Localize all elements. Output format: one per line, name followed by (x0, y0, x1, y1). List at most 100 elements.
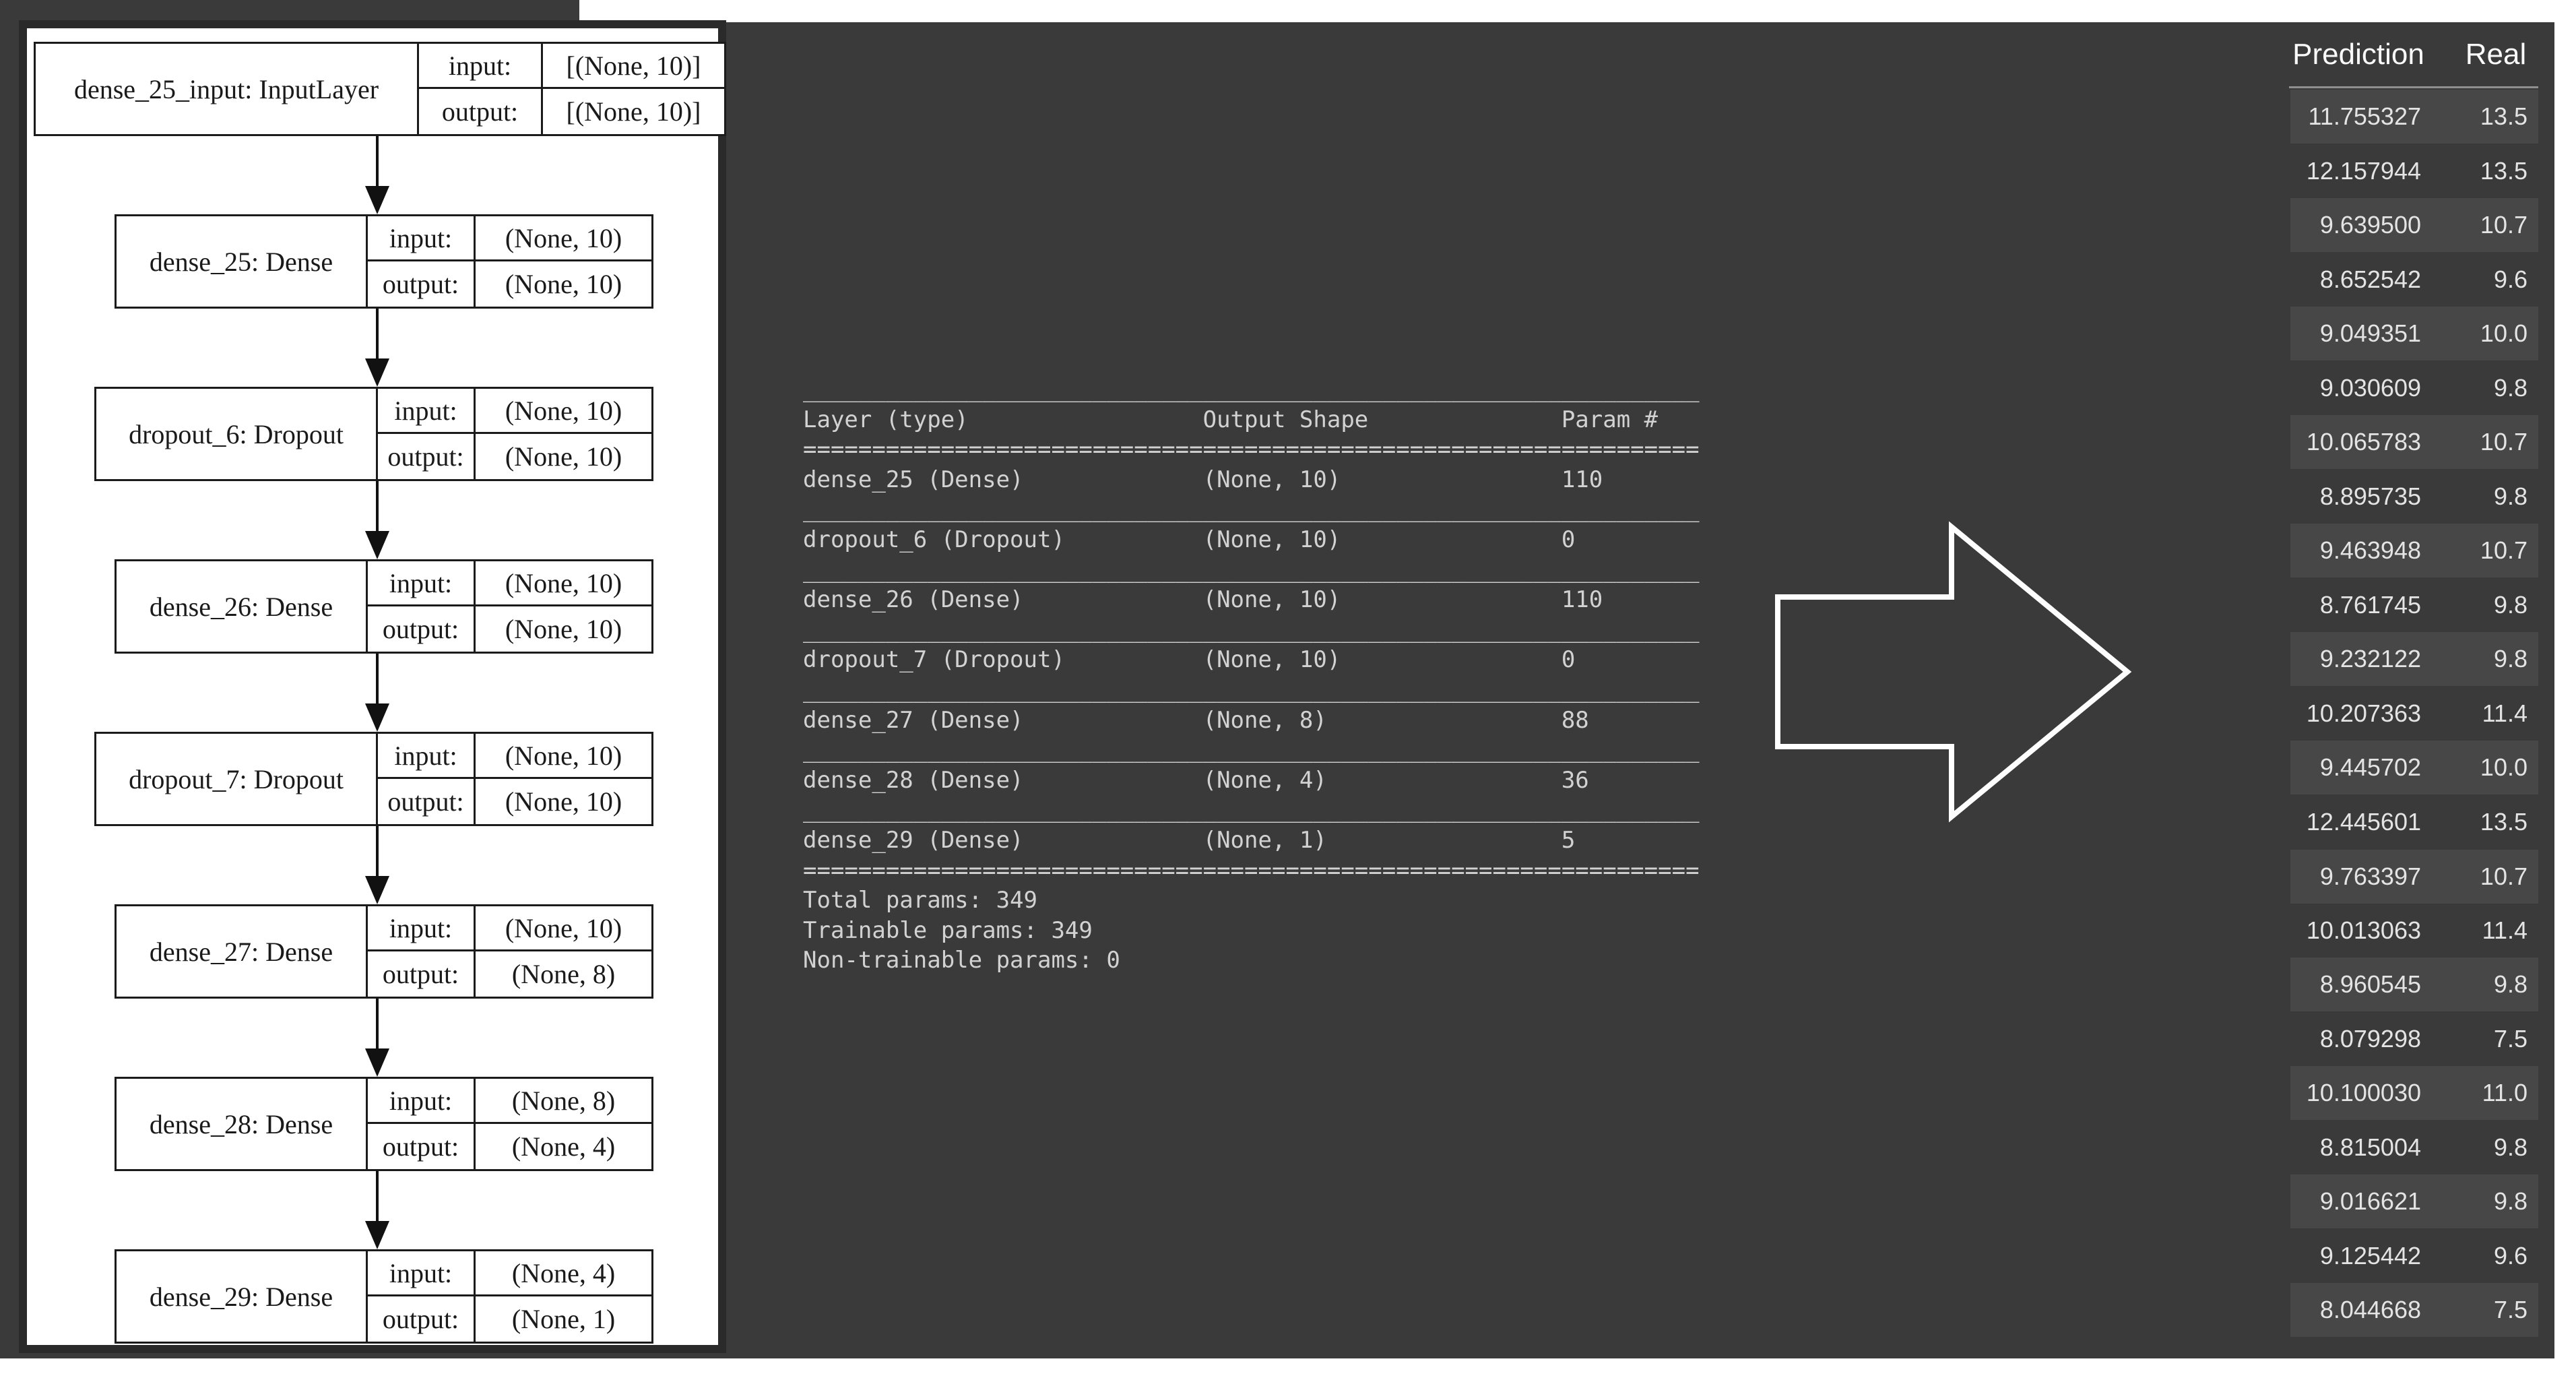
input-label: input: (366, 561, 474, 606)
diagram-node-dense-27: dense_27: Dense input: (None, 10) output… (115, 904, 653, 999)
real-value: 11.4 (2482, 699, 2527, 727)
summary-line: dense_26 (Dense) (None, 10) 110 (803, 586, 1700, 614)
node-title: dense_25_input: InputLayer (73, 73, 379, 104)
summary-line: dense_29 (Dense) (None, 1) 5 (803, 826, 1700, 854)
real-value: 10.7 (2480, 536, 2527, 564)
node-title: dense_29: Dense (149, 1281, 333, 1312)
prediction-value: 10.065783 (2306, 428, 2421, 456)
summary-line: dropout_6 (Dropout) (None, 10) 0 (803, 526, 1700, 553)
prediction-value: 8.079298 (2319, 1025, 2421, 1053)
prediction-value: 10.207363 (2306, 699, 2421, 727)
diagram-node-dense-28: dense_28: Dense input: (None, 8) output:… (115, 1077, 653, 1171)
edge-line (376, 309, 379, 358)
prediction-value: 9.125442 (2319, 1242, 2421, 1269)
table-row: 9.763397 10.7 (2290, 850, 2538, 904)
output-shape: [(None, 10)] (541, 89, 724, 134)
real-value: 9.8 (2493, 970, 2527, 998)
real-value: 9.6 (2493, 265, 2527, 293)
summary-line: dense_25 (Dense) (None, 10) 110 (803, 466, 1700, 493)
input-shape: (None, 10) (474, 906, 651, 951)
summary-line: Trainable params: 349 (803, 916, 1093, 944)
input-shape: (None, 4) (474, 1251, 651, 1296)
edge-line (376, 136, 379, 186)
summary-line: Total params: 349 (803, 887, 1037, 914)
output-shape: (None, 10) (474, 779, 651, 824)
arrow-down-icon (365, 1048, 389, 1077)
header-underline (2289, 86, 2538, 88)
diagram-node-dense-26: dense_26: Dense input: (None, 10) output… (115, 559, 653, 654)
prediction-value: 12.157944 (2306, 157, 2421, 185)
node-title: dropout_7: Dropout (129, 763, 344, 794)
real-value: 7.5 (2493, 1296, 2527, 1323)
node-title: dense_27: Dense (149, 936, 333, 967)
real-value: 9.8 (2493, 1187, 2527, 1215)
arrow-down-icon (365, 358, 389, 387)
prediction-value: 9.763397 (2319, 862, 2421, 890)
summary-line: Layer (type) Output Shape Param # (803, 406, 1700, 433)
prediction-value: 8.895735 (2319, 482, 2421, 510)
input-label: input: (376, 389, 474, 434)
node-title: dense_26: Dense (149, 591, 333, 622)
prediction-value: 9.463948 (2319, 536, 2421, 564)
real-value: 10.7 (2480, 862, 2527, 890)
diagram-node-dense-25: dense_25: Dense input: (None, 10) output… (115, 214, 653, 309)
output-shape: (None, 4) (474, 1124, 651, 1169)
output-shape: (None, 10) (474, 261, 651, 307)
edge-line (376, 826, 379, 876)
prediction-value: 9.639500 (2319, 211, 2421, 239)
real-value: 7.5 (2493, 1025, 2527, 1053)
summary-line: dense_28 (Dense) (None, 4) 36 (803, 766, 1700, 794)
input-label: input: (366, 1251, 474, 1296)
diagram-node-input-layer: dense_25_input: InputLayer input: [(None… (34, 42, 726, 136)
input-shape: (None, 10) (474, 389, 651, 434)
real-value: 10.7 (2480, 211, 2527, 239)
table-row: 8.079298 7.5 (2290, 1012, 2538, 1066)
real-value: 10.7 (2480, 428, 2527, 456)
real-value: 9.8 (2493, 374, 2527, 402)
arrow-down-icon (365, 1221, 389, 1249)
table-row: 12.445601 13.5 (2290, 795, 2538, 849)
summary-line: dropout_7 (Dropout) (None, 10) 0 (803, 646, 1700, 674)
real-value: 9.8 (2493, 591, 2527, 619)
prediction-value: 8.960545 (2319, 970, 2421, 998)
output-shape: (None, 10) (474, 434, 651, 479)
table-row: 9.445702 10.0 (2290, 741, 2538, 794)
table-row: 10.013063 11.4 (2290, 904, 2538, 958)
real-value: 9.6 (2493, 1242, 2527, 1269)
table-row: 8.815004 9.8 (2290, 1121, 2538, 1174)
arrow-down-icon (365, 531, 389, 559)
diagram-node-dense-29: dense_29: Dense input: (None, 4) output:… (115, 1249, 653, 1344)
node-title: dense_25: Dense (149, 246, 333, 277)
prediction-value: 9.016621 (2319, 1187, 2421, 1215)
prediction-value: 11.755327 (2308, 102, 2421, 130)
table-row: 9.639500 10.7 (2290, 198, 2538, 252)
output-label: output: (376, 434, 474, 479)
table-row: 8.044668 7.5 (2290, 1283, 2538, 1337)
summary-line: Non-trainable params: 0 (803, 947, 1120, 974)
prediction-column-header: Prediction (2292, 38, 2424, 71)
input-label: input: (376, 734, 474, 779)
table-row: 8.761745 9.8 (2290, 578, 2538, 632)
top-margin (579, 0, 2576, 22)
summary-line: dense_27 (Dense) (None, 8) 88 (803, 706, 1700, 734)
prediction-value: 10.013063 (2306, 916, 2421, 944)
real-value: 11.0 (2482, 1079, 2527, 1106)
real-value: 10.0 (2480, 319, 2527, 347)
summary-line: ========================================… (803, 856, 1700, 884)
table-row: 10.207363 11.4 (2290, 687, 2538, 741)
table-row: 9.030609 9.8 (2290, 361, 2538, 415)
output-label: output: (417, 89, 541, 134)
right-arrow-icon (1775, 521, 2132, 823)
table-row: 9.463948 10.7 (2290, 524, 2538, 577)
output-label: output: (366, 606, 474, 652)
table-row: 10.065783 10.7 (2290, 415, 2538, 469)
input-shape: [(None, 10)] (541, 44, 724, 89)
summary-line: ________________________________________… (803, 556, 1700, 584)
summary-line: ========================================… (803, 436, 1700, 464)
summary-line: ________________________________________… (803, 376, 1700, 403)
real-value: 13.5 (2480, 102, 2527, 130)
real-value: 9.8 (2493, 1133, 2527, 1161)
arrow-down-icon (365, 876, 389, 904)
input-shape: (None, 10) (474, 734, 651, 779)
prediction-value: 8.652542 (2319, 265, 2421, 293)
